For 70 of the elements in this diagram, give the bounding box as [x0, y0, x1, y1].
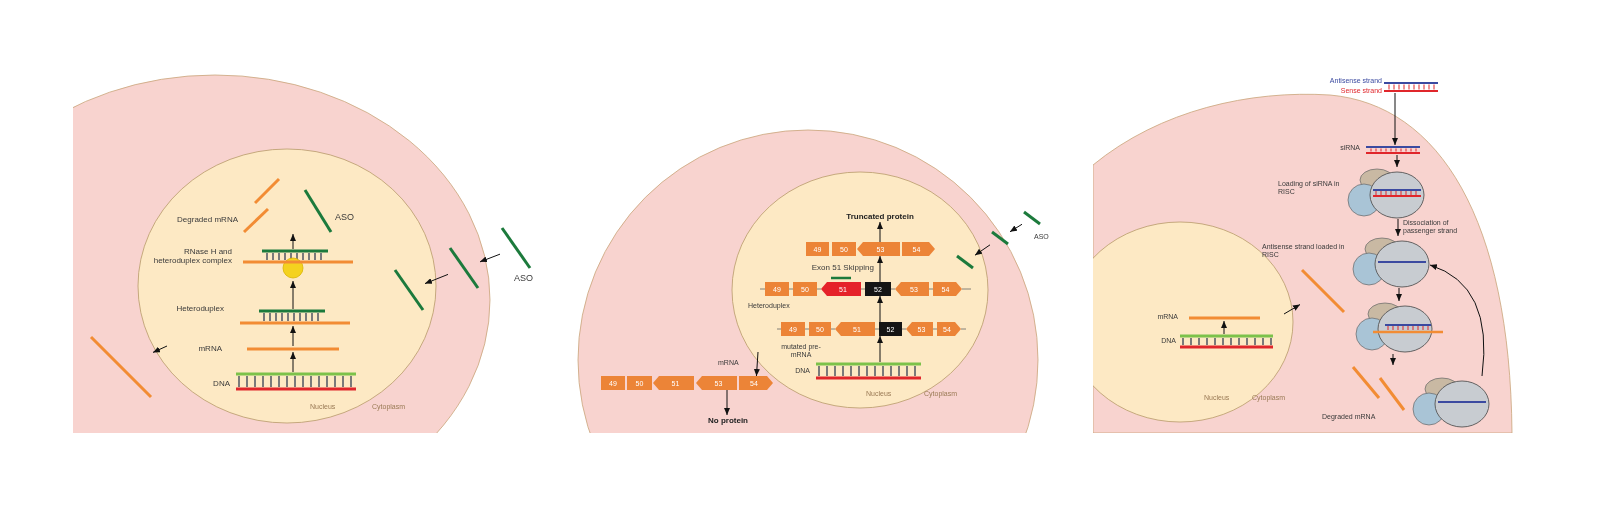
arrow [877, 221, 883, 243]
aso-strand [955, 254, 975, 270]
name-label: Heteroduplex [175, 304, 224, 314]
intron-line [874, 328, 880, 330]
arrow [290, 351, 296, 373]
aso-strand [990, 230, 1010, 246]
outcome-label: No protein [700, 415, 756, 426]
intron-line [830, 328, 836, 330]
intron-line [759, 288, 766, 290]
intron-line [788, 288, 794, 290]
intron-line [776, 328, 782, 330]
arrow [1396, 287, 1402, 302]
mrna-fragments [1350, 365, 1408, 413]
arrow [877, 295, 883, 323]
name-label: Degraded mRNA [176, 215, 238, 225]
aso-strand [448, 246, 480, 290]
arrow [290, 280, 296, 310]
arrow [1395, 218, 1401, 237]
intron-line [890, 288, 896, 290]
name-label: mRNA [197, 344, 222, 354]
mrna-strand [1189, 315, 1260, 321]
arrow [1392, 92, 1398, 146]
name-label: ASO [335, 212, 355, 223]
intron-line [860, 288, 866, 290]
mrna-strand [1300, 268, 1346, 314]
arrow [424, 273, 449, 285]
arrow [974, 244, 991, 256]
dna-drawing [1180, 334, 1273, 349]
arrow [479, 253, 501, 263]
intron-line [928, 288, 934, 290]
arrow [290, 233, 296, 250]
arrow [877, 335, 883, 363]
mrna-strand [247, 346, 339, 352]
arrow [290, 325, 296, 347]
arrow [724, 389, 730, 416]
aso-strand [393, 268, 425, 312]
sirna-duplex-drawing [1366, 145, 1420, 155]
dna-drawing [816, 362, 921, 380]
intron-line [961, 288, 972, 290]
rnase-complex-drawing [243, 249, 353, 281]
name-label: DNA [212, 379, 230, 389]
risc-complex-drawing [1355, 301, 1443, 354]
arrow [1283, 304, 1301, 315]
edge-label: Exon 51 Skipping [810, 263, 874, 273]
name-label: ASO [514, 273, 534, 284]
heteroduplex-drawing [240, 309, 350, 326]
intron-line [816, 288, 822, 290]
arrow [1221, 320, 1227, 335]
aso-strand [1022, 210, 1042, 226]
arrow [152, 345, 168, 353]
aso-strand [303, 188, 333, 234]
sirna-duplex-drawing [1384, 81, 1438, 93]
risc-complex-drawing [1347, 167, 1425, 219]
risc-complex-drawing [1412, 376, 1490, 428]
outcome-label: Truncated protein [830, 211, 930, 222]
arrow [1390, 353, 1396, 366]
intron-line [804, 328, 810, 330]
intron-line [901, 328, 907, 330]
name-label: RNase H and heteroduplex complex [152, 247, 232, 266]
intron-line [960, 328, 967, 330]
intron-line [932, 328, 938, 330]
risc-complex-drawing [1352, 236, 1430, 288]
aso-strand [500, 226, 532, 270]
arrow [1429, 264, 1485, 377]
arrow [1394, 154, 1400, 168]
arrow [877, 255, 883, 283]
dna-drawing [236, 372, 356, 391]
arrow [1009, 223, 1023, 233]
arrow [753, 351, 760, 377]
mrna-strand [89, 335, 153, 399]
